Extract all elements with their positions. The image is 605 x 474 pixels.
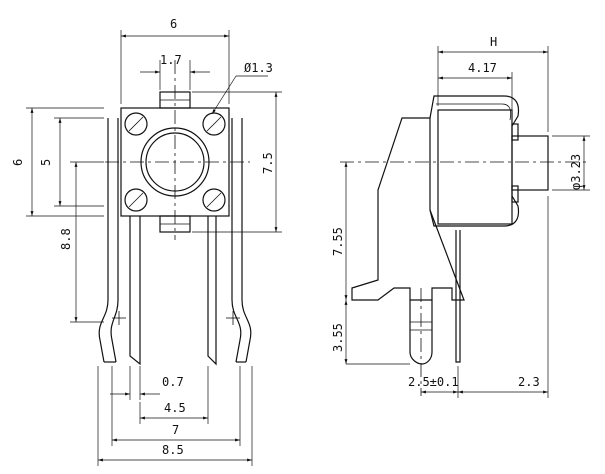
dim-left-outer: 6 [11,159,25,166]
dim-plunger-depth: 4.17 [468,61,497,75]
dim-body-height: 7.5 [261,152,275,174]
side-plunger [511,135,549,191]
dim-pin-to-edge: 2.3 [518,375,540,389]
side-view: H 4.17 φ3.23 7.55 3.55 2.5±0.1 2.3 [331,35,590,398]
side-lead [455,230,461,363]
dim-pin-offset: 2.5±0.1 [408,375,459,389]
dim-pin-spacing-top: 1.7 [160,53,182,67]
dim-left-inner: 5 [39,159,53,166]
side-bracket-bottom [429,195,520,227]
dim-height-upper: 7.55 [331,227,345,256]
dim-h: H [490,35,497,49]
dim-width-top: 6 [170,17,177,31]
front-view: 6 1.7 Ø1.3 7.5 6 5 8.8 [11,17,282,466]
dim-height-lower: 3.55 [331,323,345,352]
dim-pin-width: 0.7 [162,375,184,389]
corner-holes [124,112,226,212]
left-outer-leg [98,118,119,363]
dim-hole-diameter: Ø1.3 [244,61,273,75]
dim-pin-pitch: 7 [172,423,179,437]
side-body [437,109,513,225]
side-pin [409,300,433,365]
dim-left-lower: 8.8 [59,228,73,250]
dim-inner-pins: 4.5 [164,401,186,415]
right-inner-pin [207,216,217,366]
right-outer-leg [231,118,252,363]
left-inner-pin [129,216,141,366]
dim-plunger-diameter: φ3.23 [569,154,583,190]
dim-overall-width: 8.5 [162,443,184,457]
side-bracket-top [429,95,520,127]
side-leg-profile [351,117,465,301]
